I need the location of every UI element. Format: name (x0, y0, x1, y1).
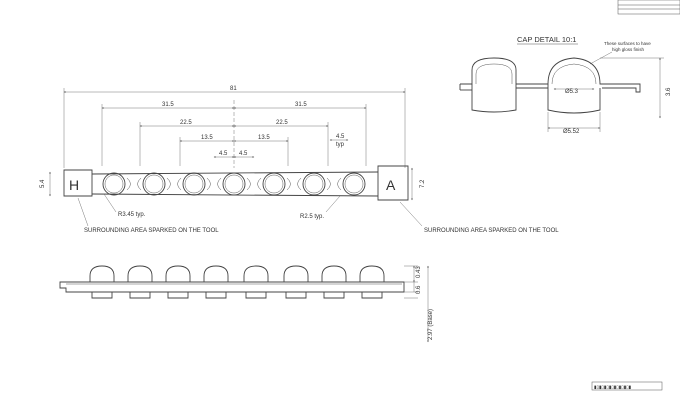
radius-right: R2.5 typ. (300, 214, 324, 220)
marker-right: A (386, 177, 396, 193)
cap-detail-view: CAP DETAIL 10:1 Ø5.3 Ø5.52 3.6 These sur… (459, 35, 672, 135)
side-view: 0.43 0.6 2.97 (Base) (59, 265, 434, 343)
dim-pitch-left: 31.5 (162, 102, 174, 108)
dim-left-height: 5.4 (40, 179, 46, 188)
gloss-note-line2: high gloss finish (612, 47, 645, 52)
radius-left: R3.45 typ. (118, 212, 146, 218)
cap-outer-diameter: Ø5.52 (563, 129, 580, 135)
dim-wall: 0.6 (416, 285, 422, 294)
cap-inner-diameter: Ø5.3 (565, 89, 579, 95)
dim-overall: 81 (230, 86, 237, 92)
cap-height: 3.6 (666, 87, 672, 96)
plan-view: 81 31.5 31.5 22.5 22.5 13.5 13.5 4.5 4.5… (40, 86, 559, 234)
dim-half-left: 22.5 (180, 120, 192, 126)
dim-near-left: 4.5 (219, 151, 228, 157)
cap-detail-title: CAP DETAIL 10:1 (517, 35, 576, 44)
dim-cap-height: 0.43 (416, 266, 422, 278)
dim-offset-typ: typ (336, 142, 345, 148)
well-rings (102, 172, 366, 196)
title-block-code: ▮▯▮▯▮▯▮▯▮▯▮▯▮▯▮ (594, 385, 632, 390)
dim-mid-right: 13.5 (258, 135, 270, 141)
dim-near-right: 4.5 (239, 151, 248, 157)
dim-right-height: 7.2 (420, 179, 426, 188)
dim-mid-left: 13.5 (201, 135, 213, 141)
title-block-bottom: ▮▯▮▯▮▯▮▯▮▯▮▯▮▯▮ (591, 381, 663, 391)
note-left: SURROUNDING AREA SPARKED ON THE TOOL (84, 228, 219, 234)
dim-half-right: 22.5 (276, 120, 288, 126)
gloss-note-line1: These surfaces to have (604, 41, 651, 46)
dim-overall-height: 2.97 (Base) (428, 309, 434, 340)
note-right: SURROUNDING AREA SPARKED ON THE TOOL (424, 228, 559, 234)
title-block-top (617, 0, 680, 15)
cap-profiles (89, 265, 385, 299)
dim-offset: 4.5 (336, 134, 345, 140)
dim-pitch-right: 31.5 (295, 102, 307, 108)
marker-left: H (69, 177, 79, 193)
